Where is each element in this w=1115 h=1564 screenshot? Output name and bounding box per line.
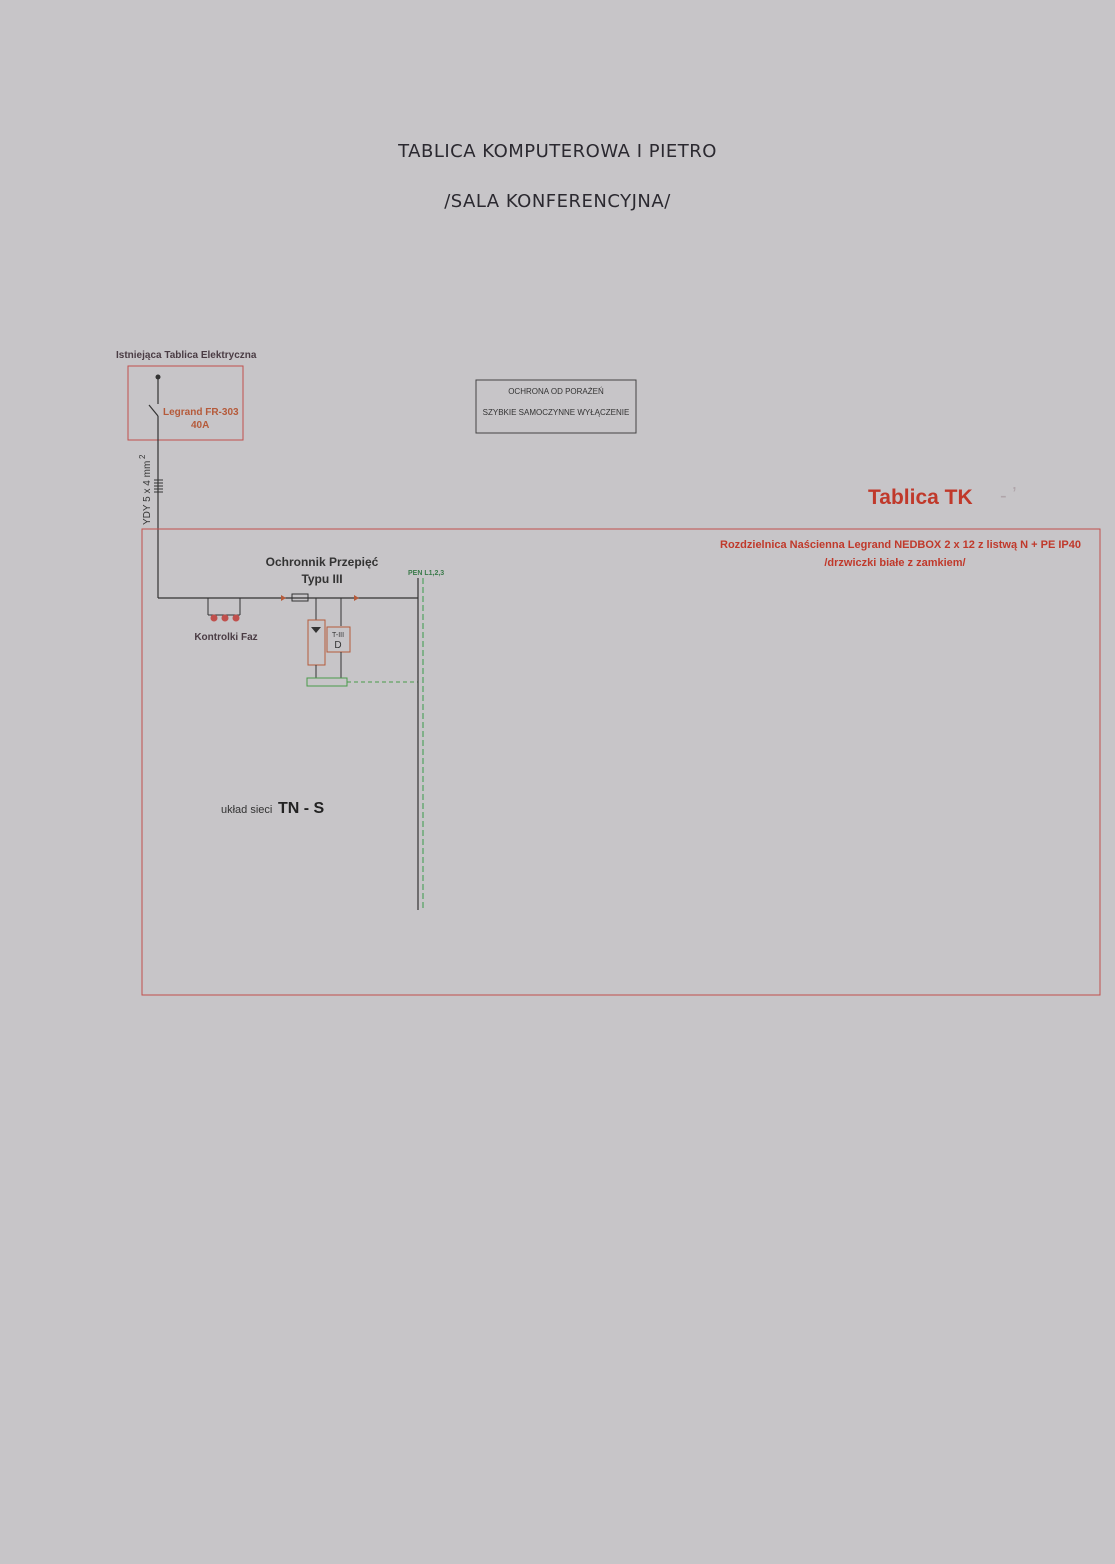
- surge-protector-type: Typu III: [301, 572, 342, 586]
- phase-lamp-l3-icon: [232, 614, 240, 622]
- surge-class-letter: D: [334, 640, 341, 651]
- drawing-subtitle: /SALA KONFERENCYJNA/: [444, 191, 671, 212]
- main-busbar-label: PEN L1,2,3: [408, 570, 444, 577]
- feeder-cable-label: YDY 5 x 4 mm: [142, 461, 153, 525]
- fuse-icon: [291, 593, 309, 602]
- pe-terminal-icon: [306, 677, 348, 687]
- panel-description-1: Rozdzielnica Naścienna Legrand NEDBOX 2 …: [720, 539, 1081, 551]
- supply-point-icon: [155, 374, 161, 380]
- panel-enclosure: [141, 528, 1101, 996]
- network-type-prefix: układ sieci: [221, 804, 272, 816]
- phase-lamp-l1-icon: [210, 614, 218, 622]
- main-breaker-rating: 40A: [191, 420, 209, 431]
- network-type-value: TN - S: [278, 800, 325, 817]
- main-breaker-name: Legrand FR-303: [163, 407, 239, 418]
- protection-line-2: SZYBKIE SAMOCZYNNE WYŁĄCZENIE: [483, 408, 630, 417]
- protection-line-1: OCHRONA OD PORAŻEŃ: [508, 387, 604, 396]
- panel-name: Tablica TK: [868, 486, 973, 509]
- existing-panel-caption: Istniejąca Tablica Elektryczna: [116, 350, 257, 361]
- drawing-title: TABLICA KOMPUTEROWA I PIETRO: [398, 141, 717, 162]
- main-switch-icon: [148, 404, 159, 417]
- surge-protector-label: Ochronnik Przepięć: [266, 555, 379, 569]
- panel-description-2: /drzwiczki białe z zamkiem/: [824, 557, 965, 569]
- surge-class-box: [326, 626, 351, 653]
- existing-panel-box: [127, 365, 244, 441]
- surge-arrester-icon: [307, 619, 326, 666]
- five-wire-marker-icon: [154, 479, 163, 493]
- phase-lamps-label: Kontrolki Faz: [194, 632, 257, 643]
- phase-lamp-l2-icon: [221, 614, 229, 622]
- protection-note-box: [475, 379, 637, 434]
- handwritten-mark: - ʼ: [1000, 485, 1017, 507]
- surge-class-label: T-III: [332, 632, 344, 639]
- feeder-cable-exponent: 2: [138, 454, 147, 459]
